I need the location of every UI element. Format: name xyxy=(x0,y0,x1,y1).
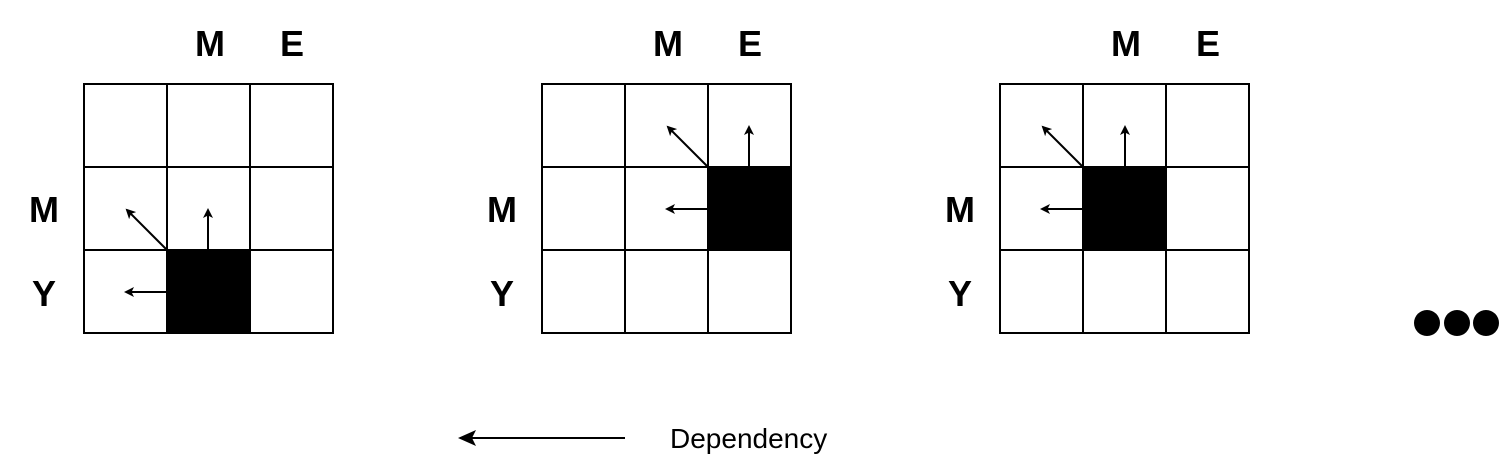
filled-cell xyxy=(167,250,250,333)
arrow-up-left-icon xyxy=(666,125,709,168)
row-label-y: Y xyxy=(490,273,514,314)
column-label-e: E xyxy=(738,23,762,64)
legend-label: Dependency xyxy=(670,423,827,454)
row-label-y: Y xyxy=(32,273,56,314)
legend: Dependency xyxy=(458,423,827,454)
dependency-arrows xyxy=(665,125,754,214)
filled-cell xyxy=(1083,167,1166,250)
column-label-e: E xyxy=(1196,23,1220,64)
filled-cell xyxy=(708,167,791,250)
dependency-arrows xyxy=(1040,125,1130,214)
row-label-m: M xyxy=(487,189,517,230)
grid-panel-1: M E M Y xyxy=(29,23,334,334)
row-label-m: M xyxy=(945,189,975,230)
ellipsis-icon xyxy=(1414,310,1499,336)
row-label-m: M xyxy=(29,189,59,230)
column-label-m: M xyxy=(195,23,225,64)
grid-panel-3: M E M Y xyxy=(945,23,1250,334)
row-label-y: Y xyxy=(948,273,972,314)
column-label-m: M xyxy=(1111,23,1141,64)
arrow-up-left-icon xyxy=(1041,125,1084,168)
column-label-m: M xyxy=(653,23,683,64)
grid-panel-2: M E M Y xyxy=(487,23,792,334)
arrow-up-left-icon xyxy=(125,208,168,251)
dependency-arrows xyxy=(124,208,213,297)
column-label-e: E xyxy=(280,23,304,64)
